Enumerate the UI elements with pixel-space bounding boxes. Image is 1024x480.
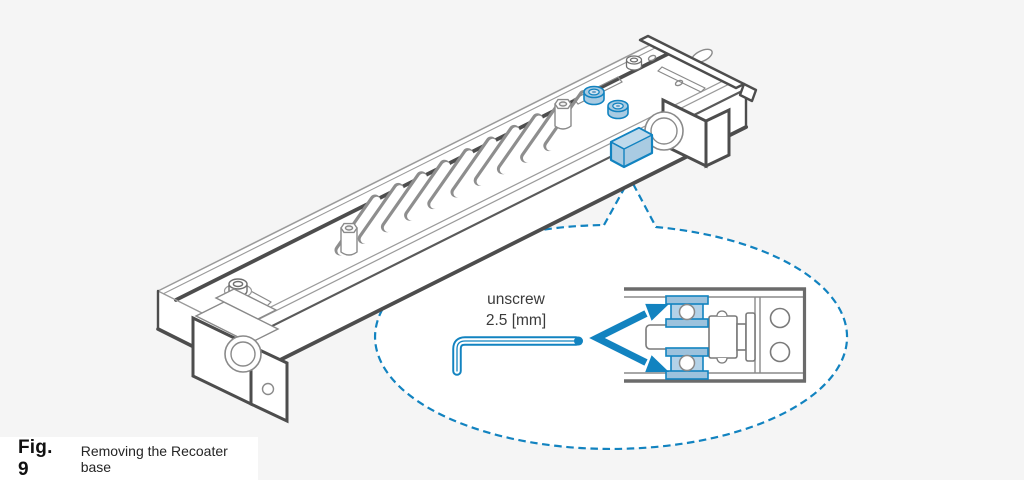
far-edge-line <box>157 42 655 292</box>
plate-hole <box>769 307 791 329</box>
figure-caption: Fig. 9 Removing the Recoater base <box>0 437 258 480</box>
bearing-boss-inner <box>650 117 678 145</box>
plate-hole <box>769 341 791 363</box>
web-step-line-1 <box>229 78 728 328</box>
crossbar-hook <box>738 82 758 103</box>
set-screw-block-top <box>665 295 709 328</box>
standoff-post <box>554 98 572 130</box>
cap-screw-highlight <box>583 85 605 106</box>
side-plate-hole <box>261 382 275 396</box>
cap-screw-gray-end <box>625 55 643 71</box>
bracket-side-face <box>704 107 731 169</box>
detail-shaft <box>645 310 756 364</box>
recoater-base-drawing <box>156 34 758 424</box>
end-crossbar <box>638 34 758 103</box>
set-screw-hole <box>678 303 696 321</box>
end-block-step <box>214 288 278 320</box>
hex-key-icon <box>452 336 583 376</box>
set-screw-block-bottom <box>665 347 709 380</box>
near-wall-bottom-edge <box>248 125 748 377</box>
unscrew-arrows-icon <box>589 303 669 373</box>
small-hole <box>647 54 657 62</box>
rail-body <box>158 43 746 375</box>
shaft-flange <box>745 312 756 362</box>
cap-screw-highlight <box>607 99 629 120</box>
bearing-bore-inner <box>230 341 256 367</box>
far-edge-line-2 <box>162 46 658 295</box>
callout-instruction-line2: 2.5 [mm] <box>486 312 546 329</box>
detail-view: unscrew 2.5 [mm] <box>452 287 807 383</box>
shaft-neck <box>736 323 747 351</box>
standoff-post <box>340 222 358 256</box>
shaft-collar <box>708 315 738 359</box>
right-end-bracket <box>644 97 731 169</box>
left-end-block <box>191 288 289 424</box>
figure-title: Removing the Recoater base <box>80 442 228 475</box>
callout-instruction-line1: unscrew <box>487 291 546 308</box>
hex-key-ball-tip <box>574 336 583 346</box>
bearing-block-highlight <box>609 126 654 169</box>
set-screw-hole <box>678 354 696 372</box>
shaft <box>645 324 711 350</box>
figure-number: Fig. 9 <box>18 436 53 480</box>
